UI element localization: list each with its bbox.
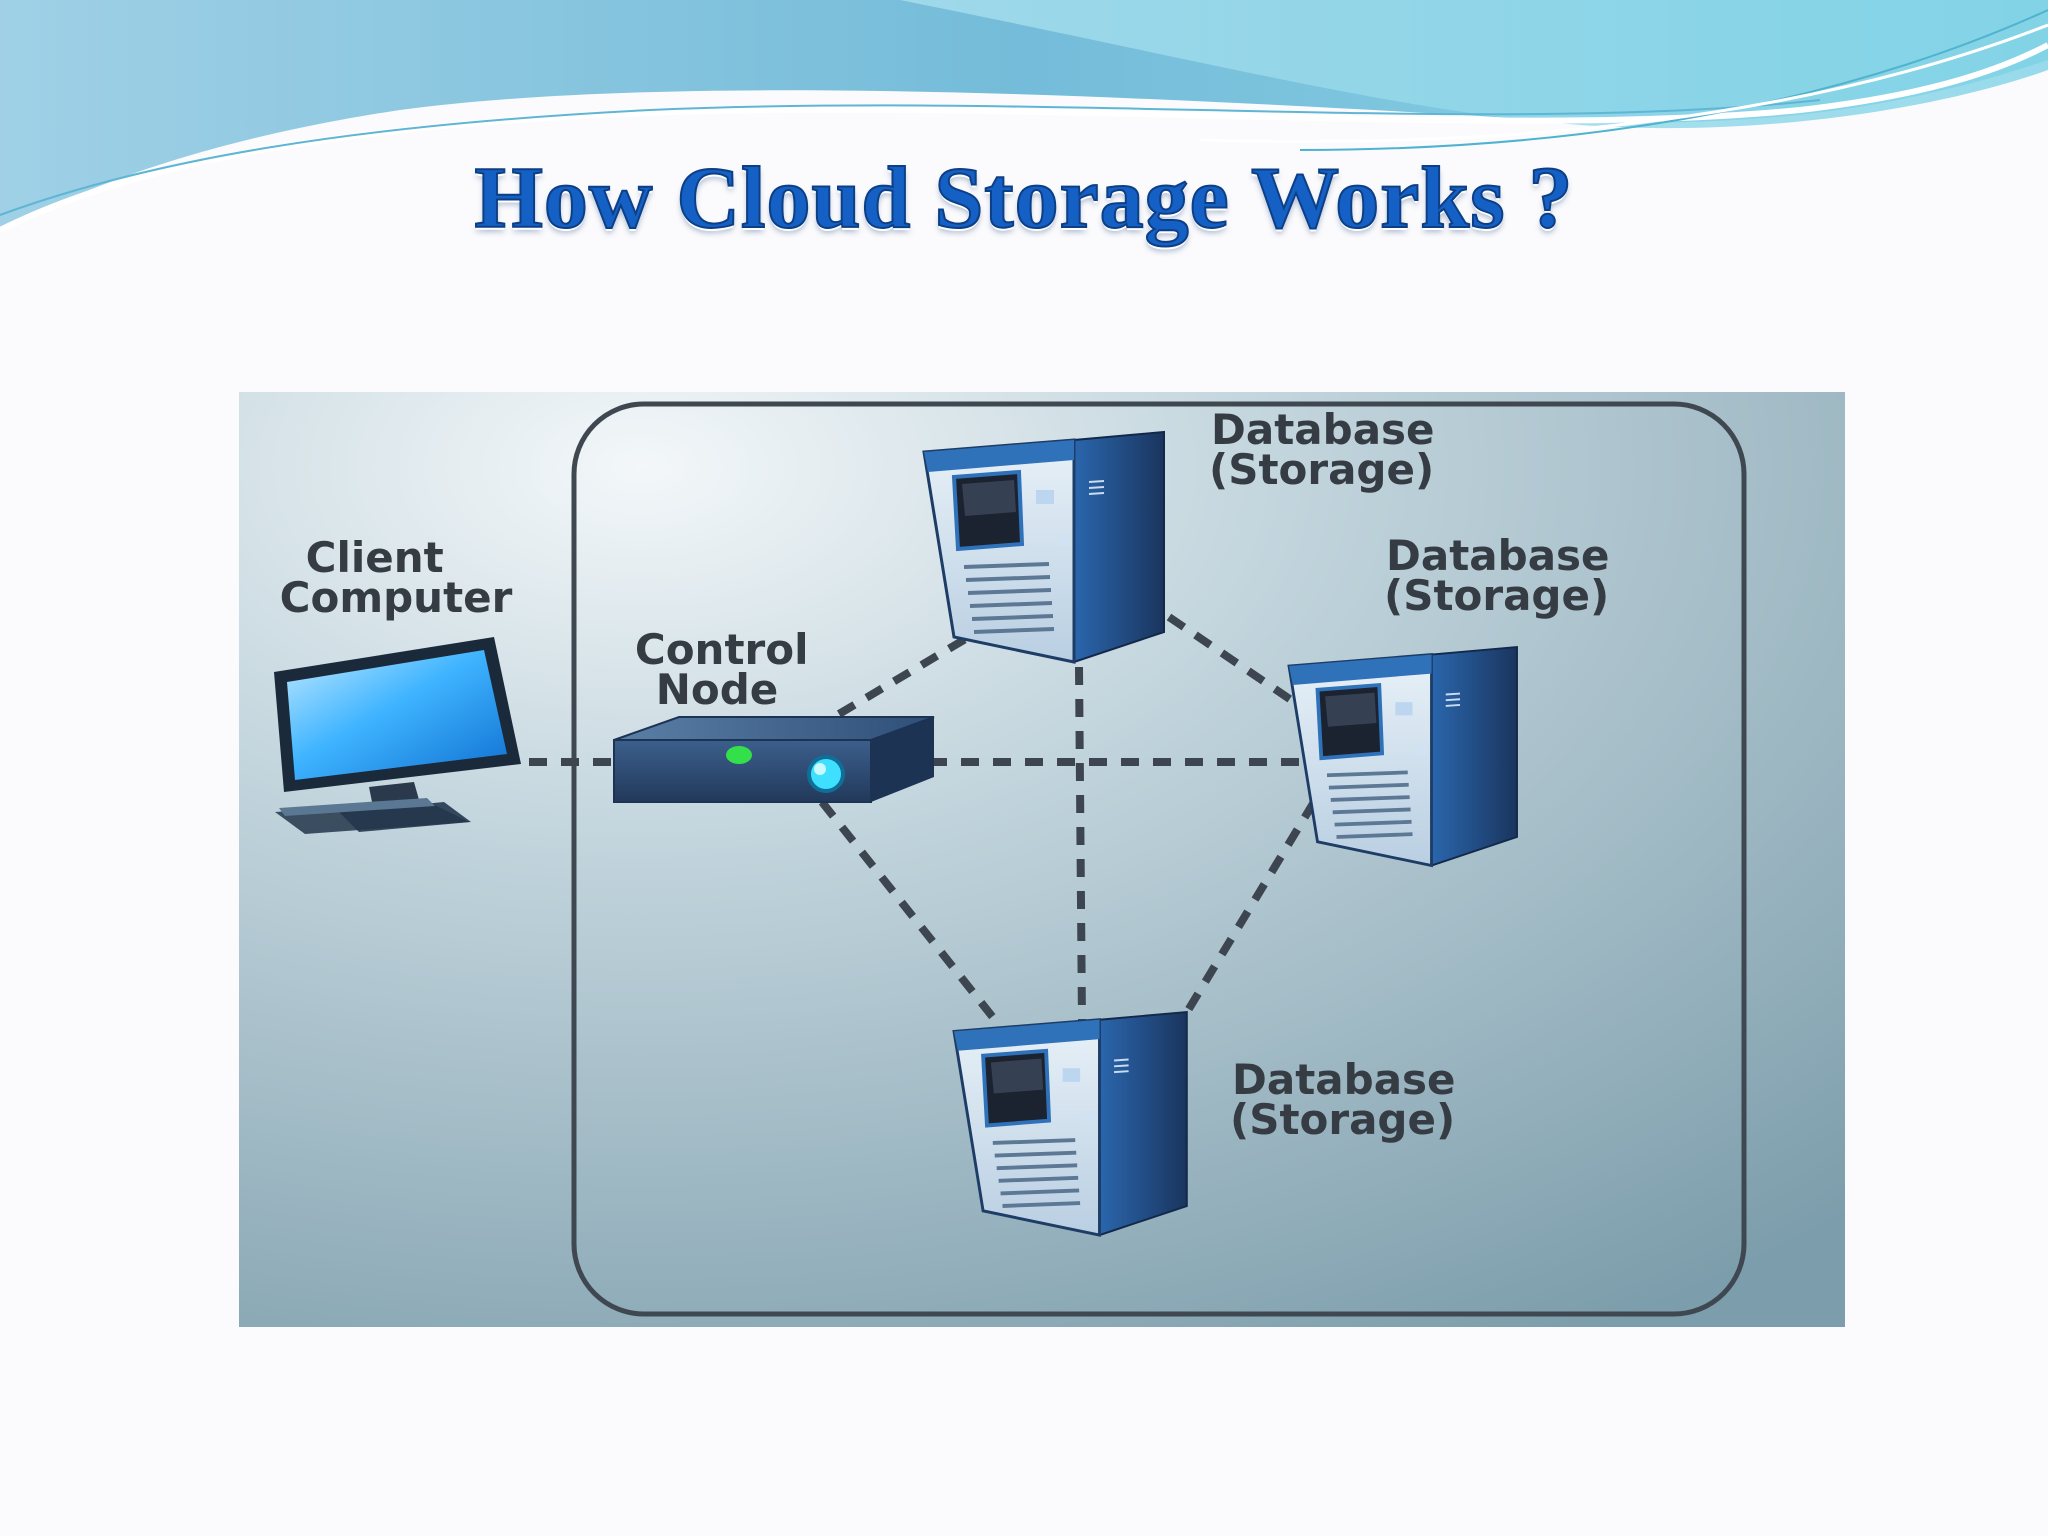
client-label-line1: Client xyxy=(306,533,444,582)
database-2-label-line1: Database xyxy=(1386,531,1610,580)
link-db2-to-db3 xyxy=(1180,799,1318,1020)
database-1-label-line2: (Storage) xyxy=(1209,445,1434,494)
link-db1-to-db2 xyxy=(1166,613,1297,706)
cloud-boundary xyxy=(571,401,1747,1317)
status-led-green xyxy=(726,746,752,764)
client-label-line2: Computer xyxy=(280,573,513,622)
control-node-icon xyxy=(613,716,935,803)
database-3-label-line1: Database xyxy=(1232,1055,1456,1104)
svg-text:Database (Storage): Database (Storage) xyxy=(1384,531,1624,620)
database-server-3-icon xyxy=(952,1010,1189,1238)
link-node-to-db3 xyxy=(818,799,1003,1028)
svg-text:Client Computer: Client Computer xyxy=(280,533,513,622)
svg-text:Database (Storage): Database (Storage) xyxy=(1230,1055,1470,1144)
database-1-label-line1: Database xyxy=(1211,405,1435,454)
status-led-cyan xyxy=(807,755,845,793)
database-server-1-icon xyxy=(922,430,1166,664)
svg-text:Database (Storage): Database (Storage) xyxy=(1209,405,1449,494)
control-node-label-line1: Control xyxy=(635,625,809,674)
slide-title: How Cloud Storage Works ? xyxy=(473,149,1574,248)
database-3-label-line2: (Storage) xyxy=(1230,1095,1455,1144)
database-server-2-icon xyxy=(1287,645,1519,868)
database-2-label-line2: (Storage) xyxy=(1384,571,1609,620)
svg-text:Control Node: Control Node xyxy=(635,625,823,714)
cloud-storage-diagram: Client Computer Control Node Database (S… xyxy=(239,392,1845,1327)
client-computer-icon xyxy=(274,637,521,834)
link-db1-to-db3 xyxy=(1075,666,1086,1023)
control-node-label-line2: Node xyxy=(656,665,779,714)
